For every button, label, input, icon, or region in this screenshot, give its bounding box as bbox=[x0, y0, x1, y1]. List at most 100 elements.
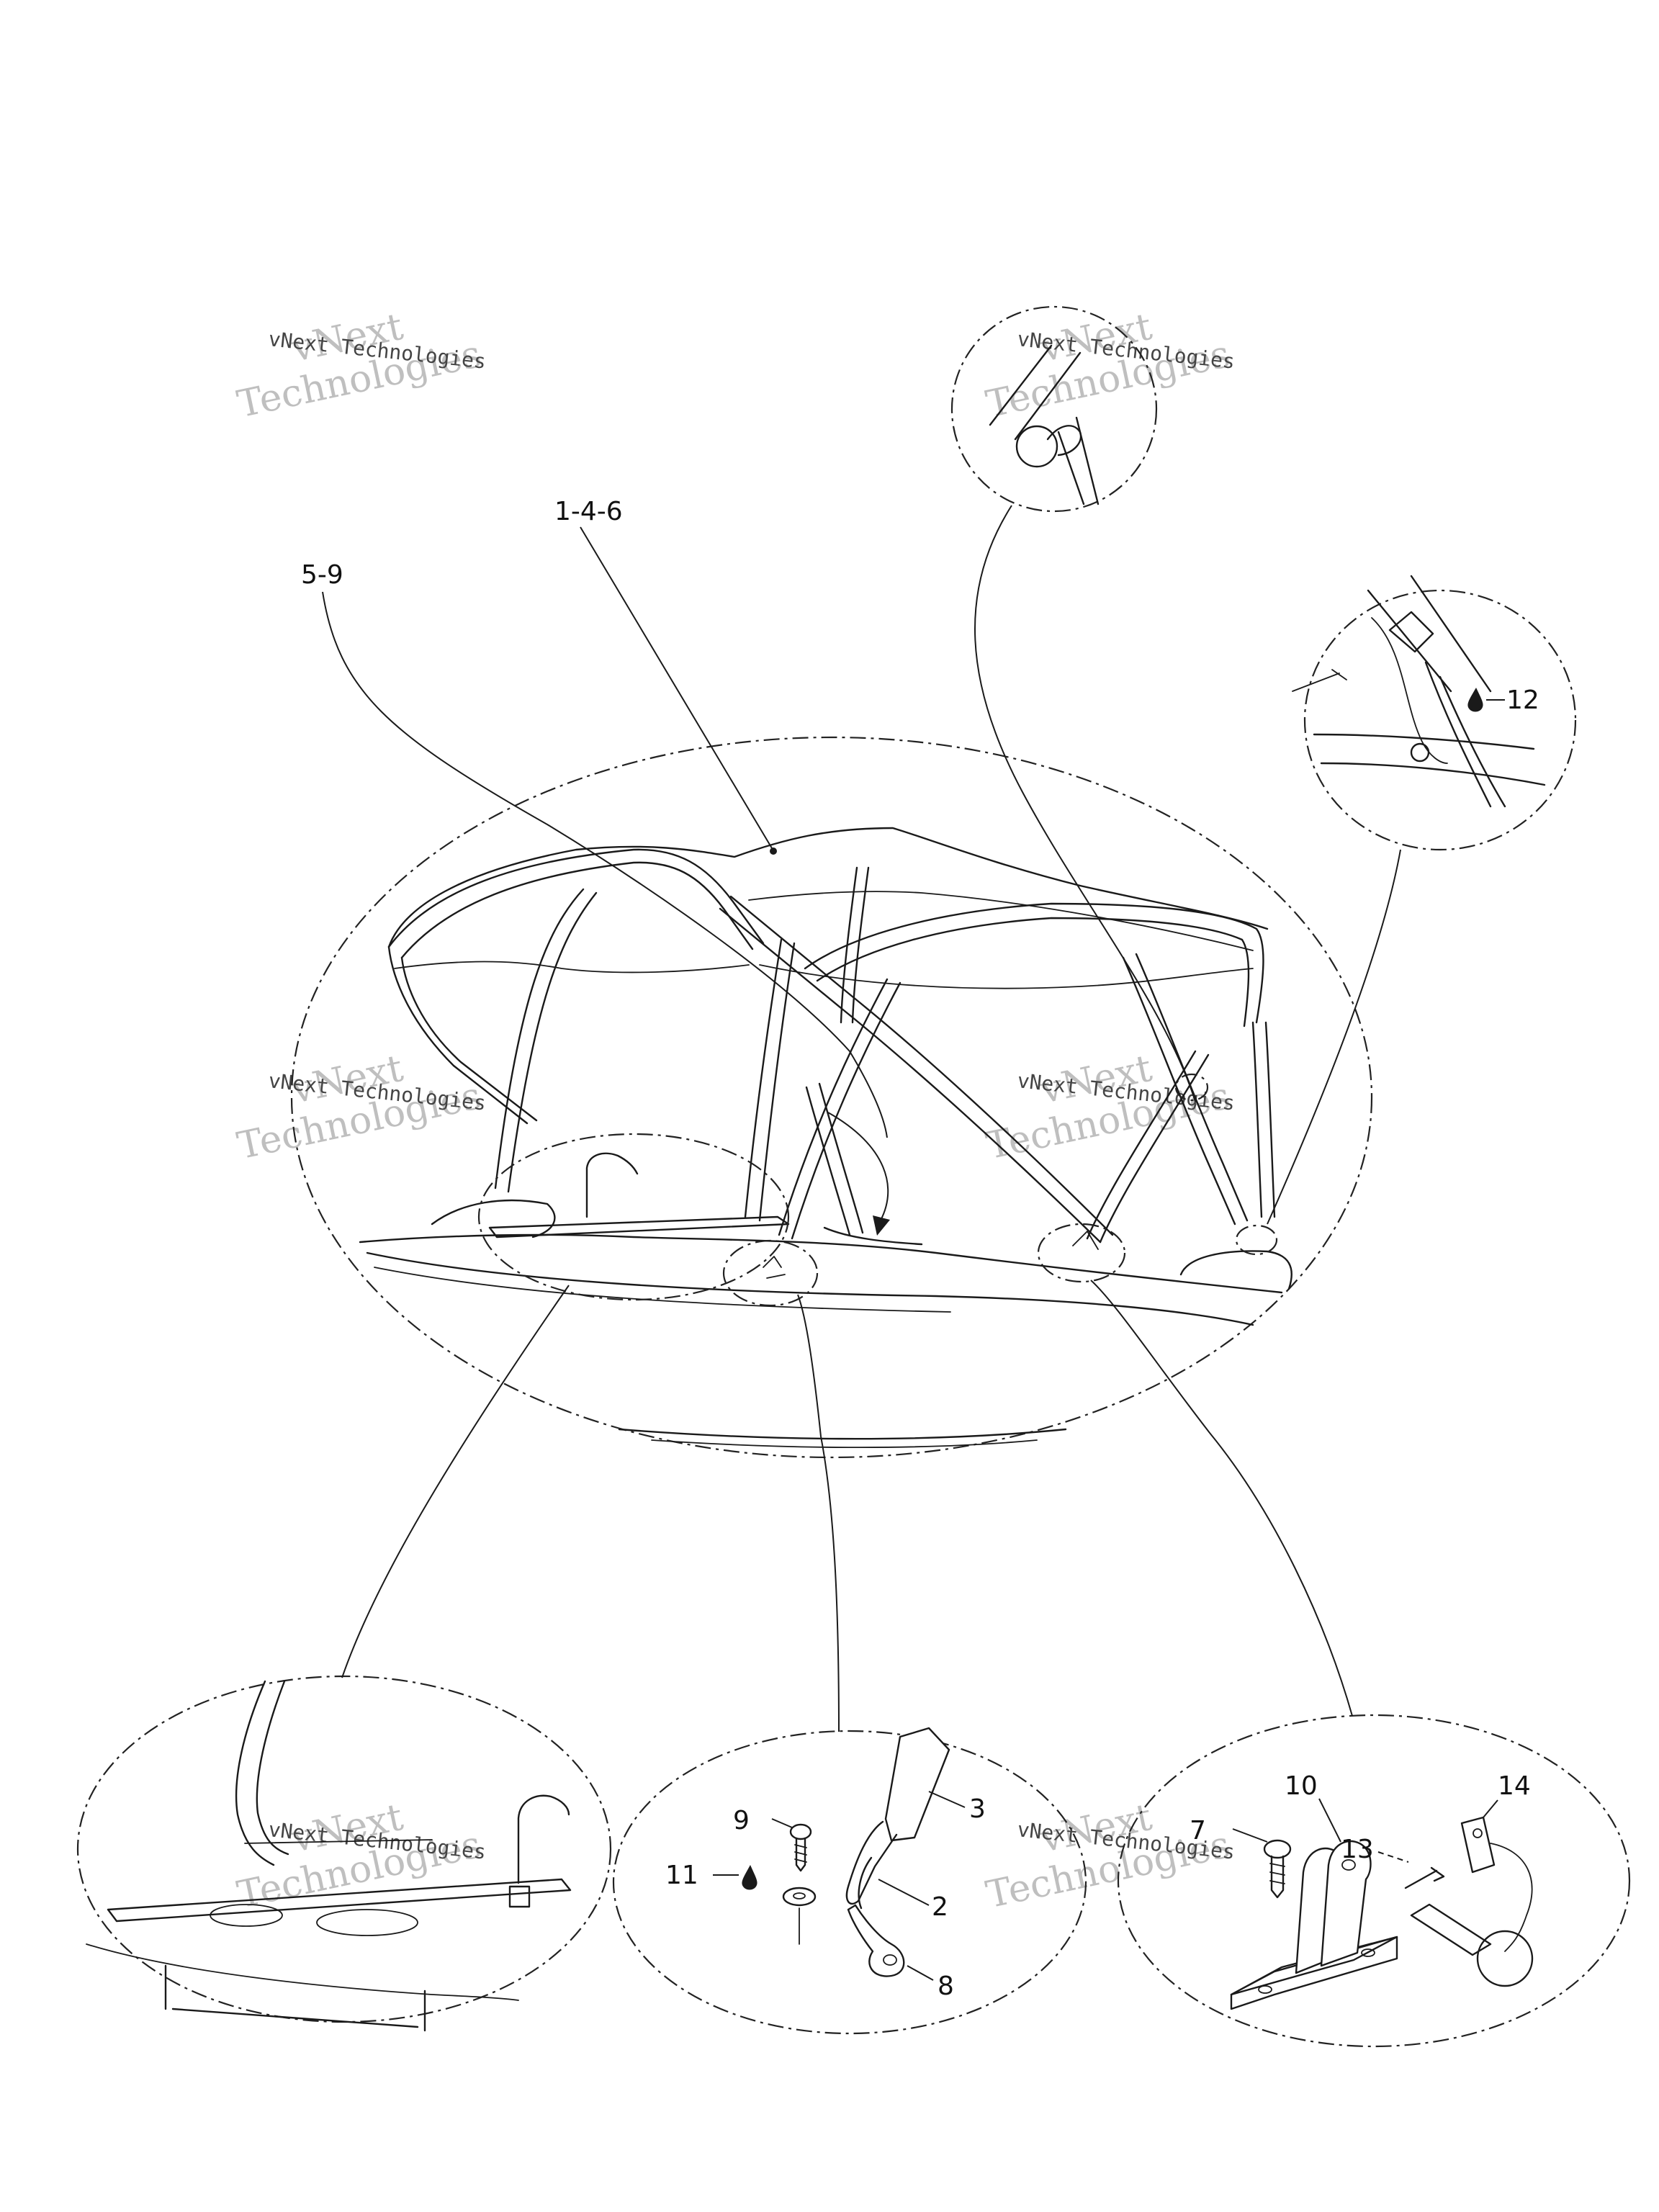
lanyard-frame-tubes bbox=[1367, 575, 1506, 808]
leader-8 bbox=[907, 1965, 934, 1981]
washer-icon bbox=[782, 1887, 817, 1945]
callout-10: 10 bbox=[1285, 1771, 1318, 1801]
strut-rear-short-b bbox=[778, 978, 889, 1236]
bl-cup-holder-1 bbox=[210, 1904, 283, 1927]
lanyard-cable bbox=[1371, 617, 1448, 764]
fold-direction-arrow bbox=[827, 1112, 889, 1225]
strut-aft-diagonal-b bbox=[1099, 1053, 1210, 1244]
callout-11: 11 bbox=[665, 1861, 698, 1890]
detail-bottom-center-ellipse bbox=[612, 1730, 1087, 2035]
bimini-frame-bow-2 bbox=[804, 902, 1264, 1024]
detail-marker-pin bbox=[1174, 1073, 1209, 1102]
canvas-lower-edge-right bbox=[759, 964, 1254, 989]
seat-cushion-right bbox=[1179, 1250, 1292, 1290]
callout-8: 8 bbox=[938, 1972, 954, 2001]
detail-bottom-right-hinge bbox=[1090, 1280, 1631, 2048]
cotter-pin-13-icon bbox=[1404, 1866, 1445, 1889]
callout-3: 3 bbox=[969, 1794, 986, 1824]
leader-bottom-right bbox=[1090, 1280, 1353, 1717]
leg-rear-a bbox=[840, 866, 858, 1024]
lanyard-clip-14-hole bbox=[1473, 1828, 1483, 1838]
leg-aft-right-a bbox=[1122, 956, 1236, 1226]
hinge-pin-hole bbox=[1341, 1859, 1356, 1871]
frame-front-leg-inner bbox=[400, 956, 538, 1122]
leader-14 bbox=[1483, 1799, 1498, 1818]
callout-1-4-6: 1-4-6 bbox=[554, 497, 623, 526]
lanyard-clip bbox=[1388, 611, 1434, 653]
callout-14: 14 bbox=[1498, 1771, 1531, 1801]
leader-top-pin bbox=[974, 505, 1196, 1102]
pin-frame-tube-a bbox=[989, 344, 1082, 441]
detail-marker-lanyard bbox=[1235, 1224, 1278, 1256]
bl-rail-bar bbox=[244, 1839, 433, 1844]
leader-10 bbox=[1318, 1798, 1341, 1843]
detail-marker-strap bbox=[722, 1239, 819, 1307]
callout-5-9: 5-9 bbox=[301, 560, 343, 590]
hinge-base-hole-right bbox=[1361, 1948, 1375, 1957]
bimini-frame-bow-1-inner bbox=[400, 861, 754, 959]
pin-head bbox=[1046, 425, 1082, 457]
detail-bottom-left-faucet bbox=[76, 1285, 612, 2032]
boat-gunwale-line bbox=[366, 1251, 1254, 1326]
bimini-frame-bow-2-inner bbox=[816, 917, 1250, 1028]
leader-13 bbox=[1377, 1851, 1409, 1863]
hinge-base-hole-left bbox=[1258, 1985, 1272, 1994]
strut-aft-diagonal-a bbox=[1086, 1050, 1197, 1240]
lanyard-pin-ring bbox=[1410, 742, 1430, 763]
seat-cushion-left bbox=[431, 1199, 556, 1238]
screw-9-icon bbox=[789, 1823, 812, 1872]
bl-console-face bbox=[164, 1964, 426, 2032]
hook-2-icon bbox=[845, 1820, 898, 1905]
boat-deck-line bbox=[359, 1233, 1283, 1294]
leader-2 bbox=[878, 1879, 930, 1906]
detail-marker-faucet bbox=[477, 1133, 790, 1301]
fold-arrow-head bbox=[873, 1215, 890, 1236]
leader-bottom-left bbox=[341, 1285, 570, 1678]
callout-9: 9 bbox=[733, 1806, 750, 1835]
detail-top-pin-ellipse bbox=[950, 305, 1158, 513]
pin-ring bbox=[1015, 425, 1058, 468]
boat-hull-line bbox=[374, 1267, 951, 1313]
strut-rear-short-a bbox=[791, 981, 902, 1240]
detail-right-lanyard bbox=[1267, 575, 1577, 1225]
leg-rear-b bbox=[851, 866, 870, 1024]
leg-aft-vertical-a bbox=[1251, 1021, 1263, 1218]
callout-12: 12 bbox=[1506, 685, 1539, 715]
strap-hook-detail bbox=[763, 1256, 786, 1279]
deck-storage-edge bbox=[823, 1226, 923, 1246]
bl-frame-tube bbox=[235, 1680, 289, 1866]
pull-pin-ring bbox=[1476, 1930, 1534, 1987]
hinge-detail bbox=[1072, 1231, 1099, 1250]
leader-right-lanyard bbox=[1267, 849, 1401, 1225]
bl-deck-edge bbox=[86, 1943, 519, 2001]
leader-1-4-6-dot bbox=[770, 848, 777, 855]
bl-cup-holder-2 bbox=[316, 1909, 418, 1936]
strut-left-a bbox=[494, 888, 585, 1190]
strut-long-b bbox=[719, 907, 1102, 1244]
eye-plate-8-icon bbox=[847, 1904, 905, 1977]
frame-front-leg-outer bbox=[387, 945, 529, 1125]
canvas-lower-edge-left bbox=[394, 961, 750, 974]
boat-hull-bottom-inner bbox=[651, 1439, 1038, 1449]
lanyard-cable-14 bbox=[1490, 1843, 1533, 1952]
main-view-ellipse bbox=[290, 736, 1373, 1459]
pull-pin-icon bbox=[1410, 1903, 1492, 1956]
bl-grab-rail bbox=[107, 1878, 572, 1923]
strut-long-a bbox=[729, 895, 1114, 1236]
bimini-frame-bow-1 bbox=[387, 848, 765, 948]
leader-3 bbox=[928, 1791, 966, 1808]
main-boat-view bbox=[290, 736, 1373, 1459]
callout-7: 7 bbox=[1190, 1816, 1206, 1845]
leg-mid-a bbox=[805, 1086, 851, 1236]
strap-3-icon bbox=[884, 1727, 950, 1842]
boat-hull-bottom bbox=[618, 1428, 1067, 1440]
threadlocker-drop-icon-11 bbox=[742, 1865, 757, 1890]
bl-faucet-base bbox=[508, 1885, 531, 1908]
hook-2-inner bbox=[858, 1856, 873, 1910]
strut-left-b bbox=[507, 891, 598, 1193]
detail-marker-hinge bbox=[1037, 1223, 1126, 1283]
screw-7-icon bbox=[1263, 1839, 1292, 1899]
lanyard-clip-14-icon bbox=[1460, 1816, 1496, 1874]
callout-2: 2 bbox=[932, 1892, 948, 1922]
